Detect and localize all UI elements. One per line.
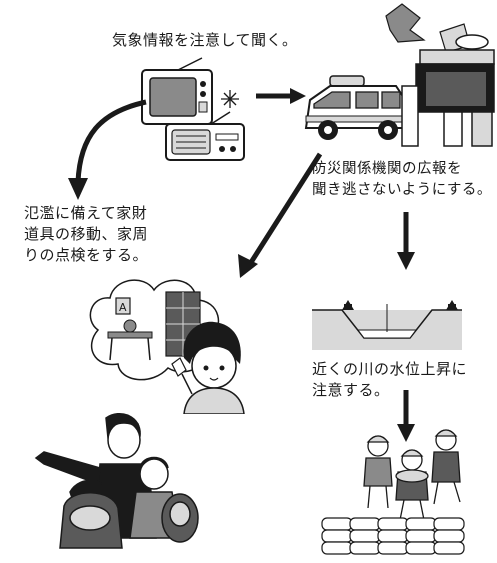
arrow-to-vehicle xyxy=(256,88,306,104)
arrow-to-household xyxy=(68,99,147,200)
svg-text:A: A xyxy=(119,301,127,314)
public-address-caption: 防災関係機関の広報を 聞き逃さないようにする。 xyxy=(312,161,492,198)
river-cross-section-icon xyxy=(312,300,462,350)
pa-vehicle-icon xyxy=(304,75,409,140)
evacuating-family-icon xyxy=(34,413,199,549)
arrow-from-vehicle-to-home xyxy=(238,152,323,278)
river-level-caption: 近くの川の水位上昇に 注意する。 xyxy=(312,360,468,399)
household-check-caption: 氾濫に備えて家財 道具の移動、家周 りの点検をする。 xyxy=(24,204,149,264)
siren-building-icon xyxy=(385,3,495,147)
weather-info-caption: 気象情報を注意して聞く。 xyxy=(112,31,298,49)
sandbags-icon xyxy=(321,517,465,555)
radio-tv-icon xyxy=(141,57,245,161)
flood-workers-icon xyxy=(363,429,461,521)
woman-pointing-icon xyxy=(171,321,245,414)
arrow-to-river xyxy=(397,212,415,270)
arrow-to-workers xyxy=(397,390,415,442)
